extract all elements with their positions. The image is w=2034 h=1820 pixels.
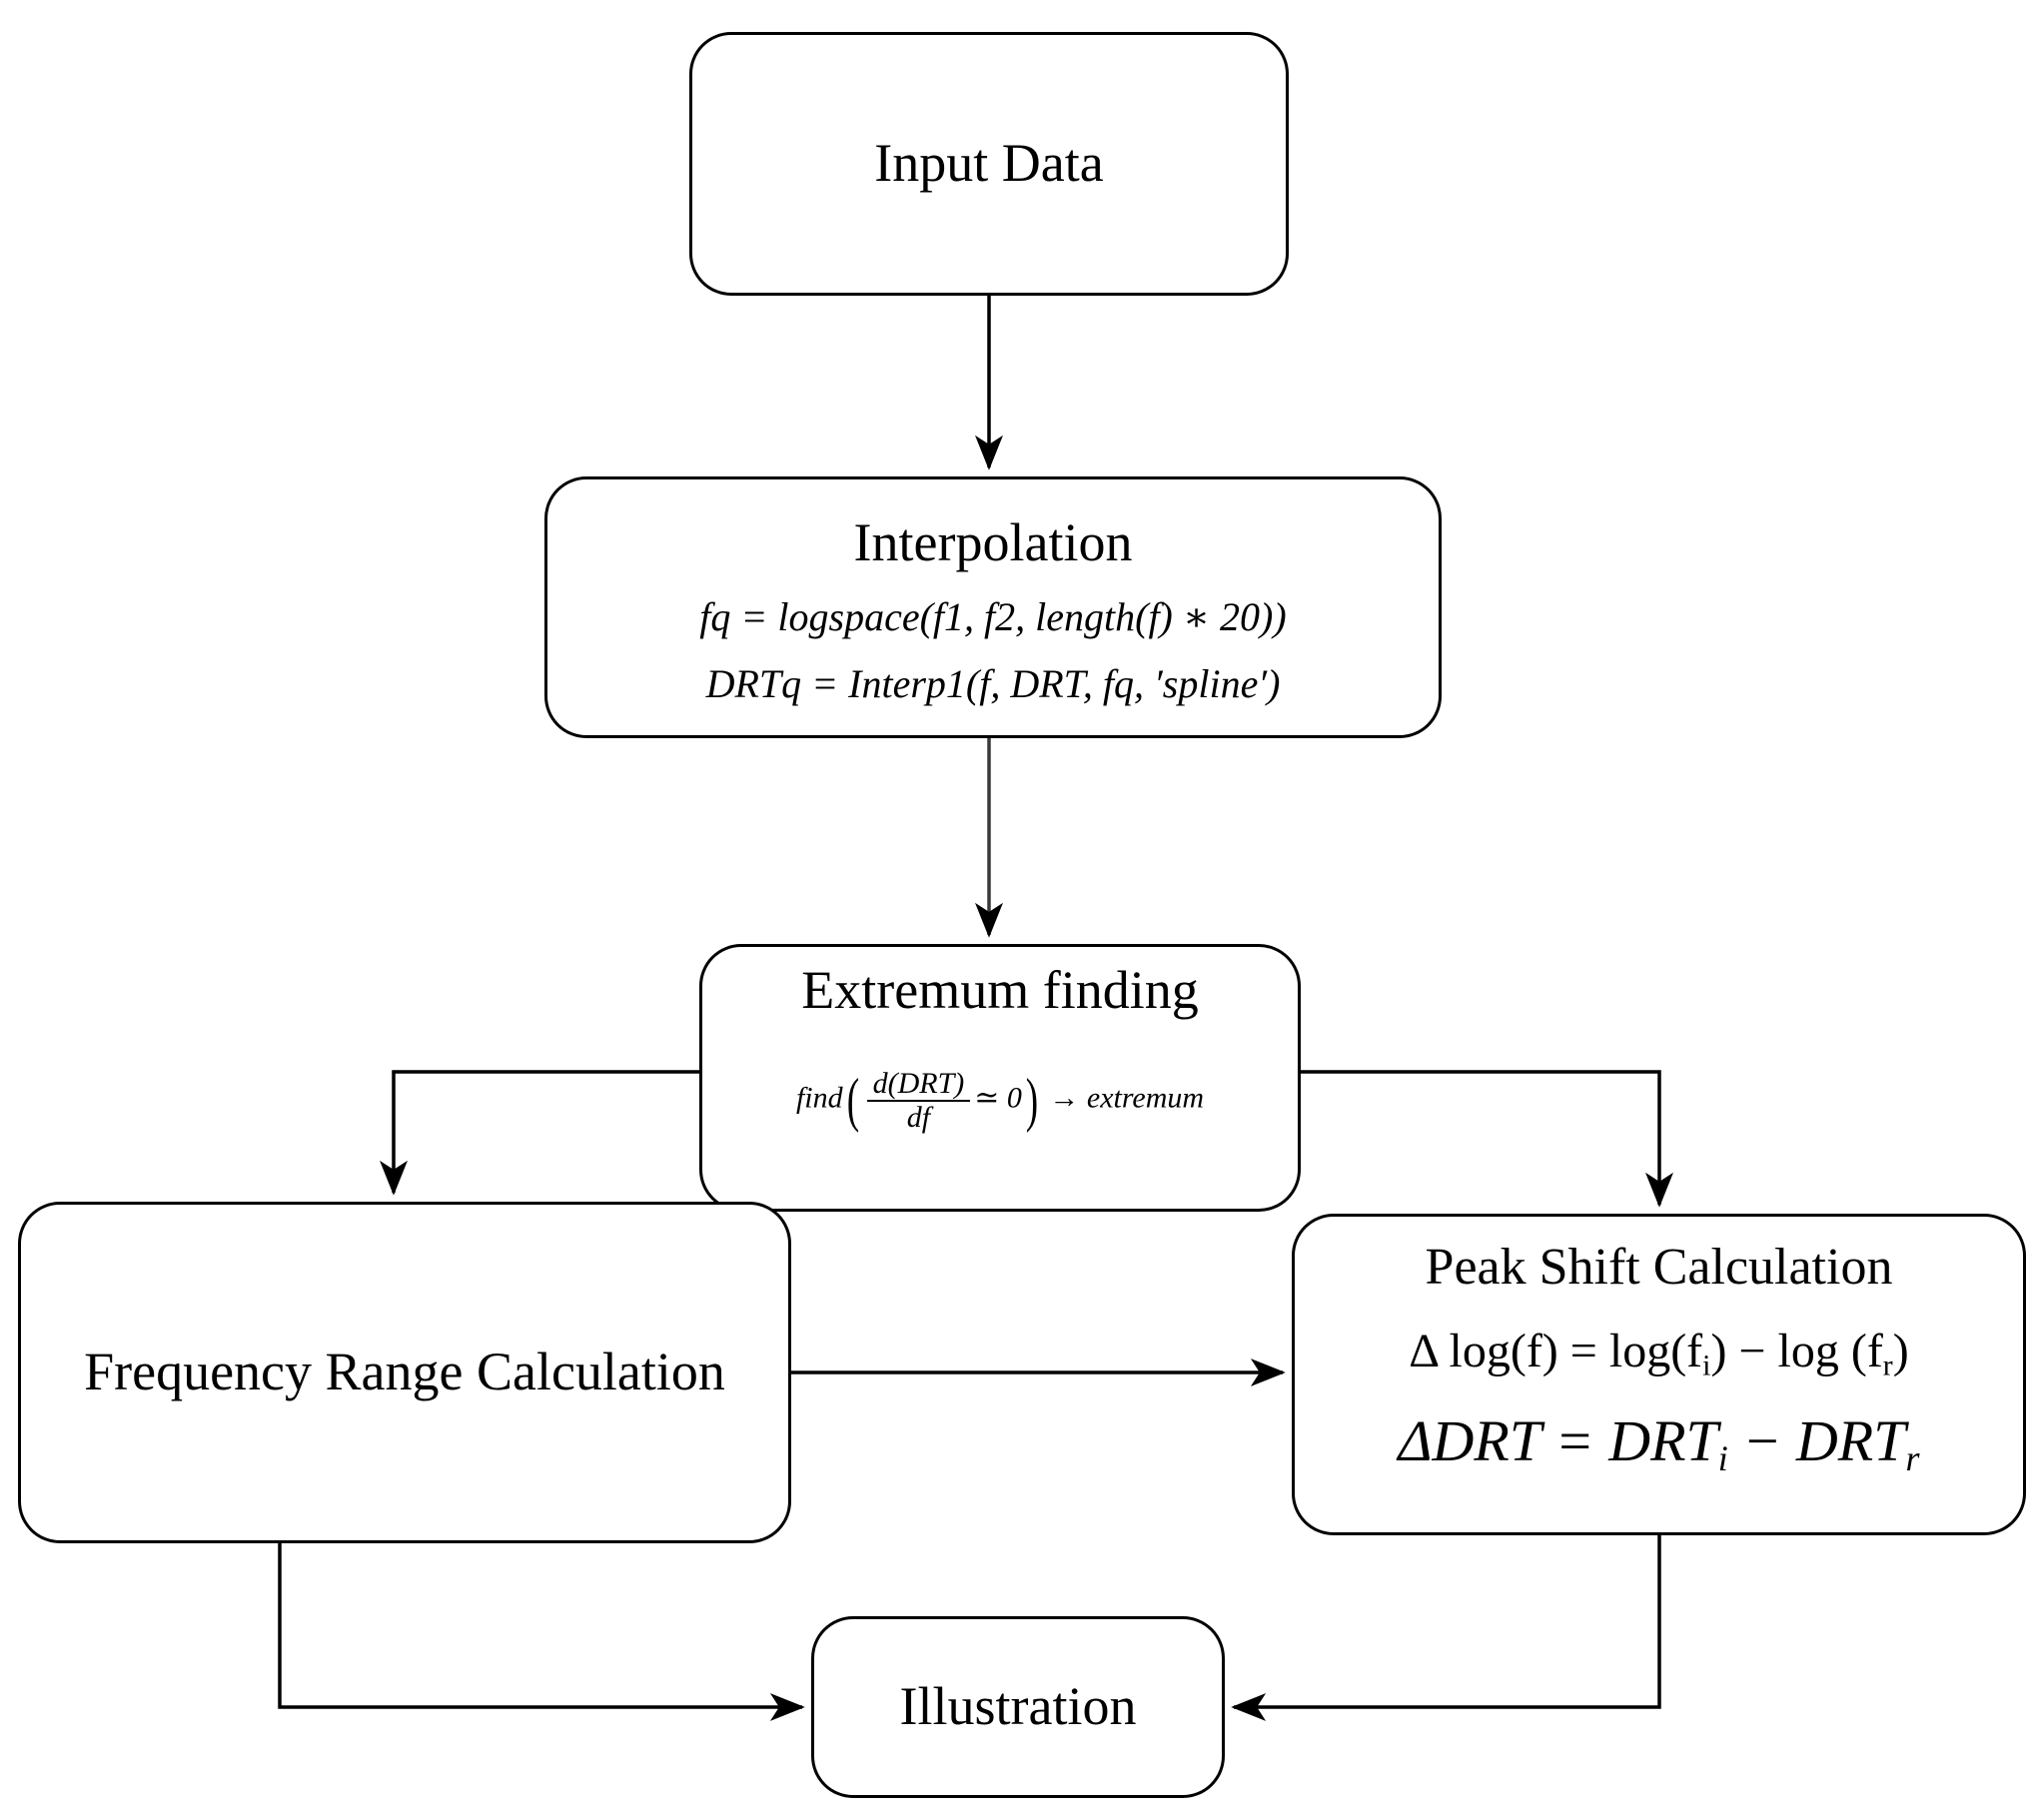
- peak-shift-drt-mid: − DRT: [1727, 1407, 1906, 1473]
- extremum-open-paren: (: [846, 1067, 859, 1134]
- peak-shift-log-sub-r: r: [1882, 1349, 1893, 1382]
- peak-shift-drt-sub-i: i: [1717, 1437, 1728, 1478]
- node-extremum-finding-label: Extremum finding: [801, 960, 1199, 1020]
- peak-shift-drt-lhs: ΔDRT = DRT: [1398, 1407, 1718, 1473]
- extremum-fraction-denominator: df: [866, 1099, 971, 1134]
- edge-extremum-to-peak-shift: [1301, 1070, 1673, 1208]
- node-input-data[interactable]: Input Data: [689, 32, 1289, 296]
- interpolation-formula-logspace: fq = logspace(f1, f2, length(f) ∗ 20)): [699, 593, 1287, 639]
- extremum-derivative-fraction: d(DRT)df: [866, 1067, 971, 1134]
- peak-shift-log-sub-i: i: [1702, 1349, 1711, 1382]
- node-peak-shift-label: Peak Shift Calculation: [1425, 1239, 1893, 1296]
- edge-frequency-range-to-illustration: [278, 1543, 805, 1721]
- extremum-formula-relation: ≃ 0: [974, 1081, 1022, 1115]
- extremum-formula-prefix: find: [795, 1081, 843, 1115]
- extremum-formula-suffix: → extremum: [1049, 1081, 1205, 1115]
- edge-extremum-to-frequency-range: [380, 1070, 699, 1196]
- extremum-fraction-numerator: d(DRT): [872, 1067, 965, 1101]
- node-interpolation-label: Interpolation: [853, 512, 1133, 573]
- peak-shift-formula-drt: ΔDRT = DRTi − DRTr: [1399, 1407, 1920, 1479]
- node-extremum-finding[interactable]: Extremum finding find(d(DRT)df≃ 0) → ext…: [699, 944, 1301, 1212]
- peak-shift-log-lhs: Δ log(f) = log(f: [1409, 1325, 1703, 1378]
- extremum-close-paren: ): [1025, 1067, 1039, 1134]
- peak-shift-drt-sub-r: r: [1905, 1437, 1920, 1478]
- node-interpolation[interactable]: Interpolation fq = logspace(f1, f2, leng…: [544, 476, 1442, 738]
- interpolation-formula-interp1: DRTq = Interp1(f, DRT, fq, ′spline′): [705, 660, 1281, 706]
- node-peak-shift-calculation[interactable]: Peak Shift Calculation Δ log(f) = log(fi…: [1292, 1214, 2026, 1535]
- node-illustration[interactable]: Illustration: [811, 1616, 1225, 1798]
- edge-peak-shift-to-illustration: [1231, 1535, 1661, 1721]
- node-frequency-range-calculation[interactable]: Frequency Range Calculation: [18, 1202, 791, 1543]
- node-illustration-label: Illustration: [899, 1676, 1137, 1737]
- peak-shift-log-end: ): [1892, 1325, 1909, 1378]
- node-frequency-range-label: Frequency Range Calculation: [84, 1342, 725, 1402]
- extremum-finding-formula: find(d(DRT)df≃ 0) → extremum: [796, 1066, 1204, 1135]
- peak-shift-log-mid: ) − log (f: [1710, 1325, 1883, 1378]
- peak-shift-formula-log: Δ log(f) = log(fi) − log (fr): [1409, 1324, 1908, 1382]
- node-input-data-label: Input Data: [874, 133, 1104, 194]
